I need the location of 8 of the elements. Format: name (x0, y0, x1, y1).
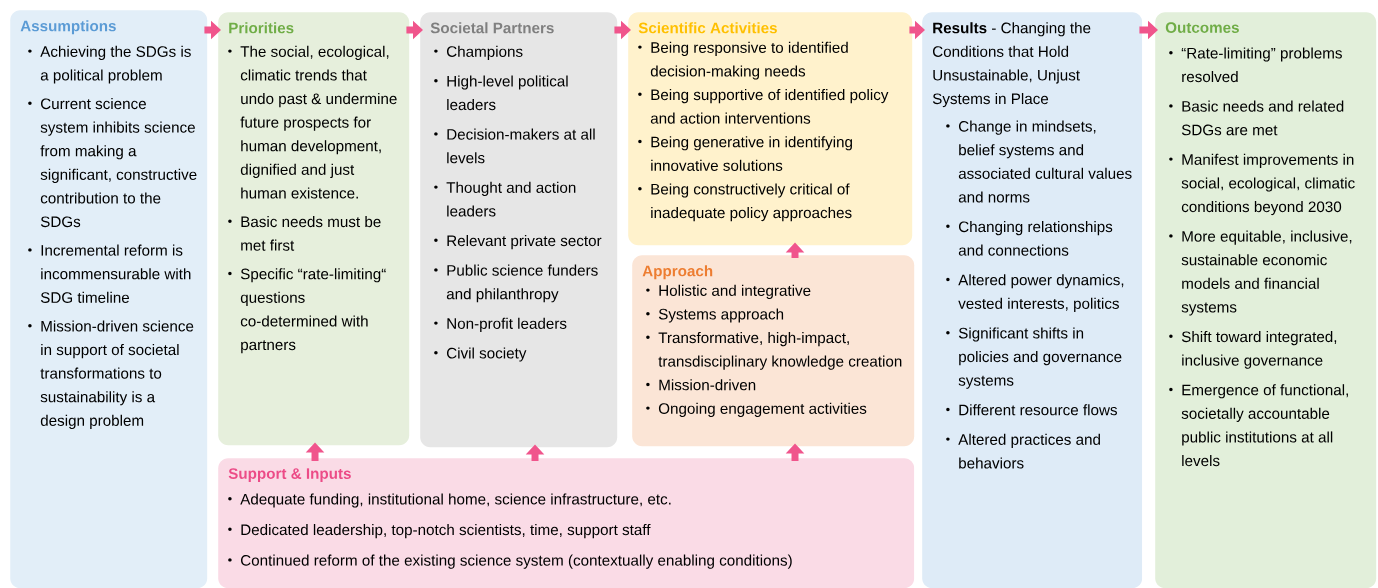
panel: Societal Partners Champions High-level political leaders Decision-makers at all levels Thought and action leaders Relevant private sector Public science funders and philanthropy Non-profit leaders Civil society (420, 12, 618, 448)
panel: Priorities The social, ecological, climatic trends that undo past & undermine future prospects for human development, dignified and just human existence. Basic needs must be met first Specific “rate-limiting“ questions co-determined with partners (218, 12, 410, 446)
panel: Scientific Activities Being responsive to identified decision-making needs Being supportive of identified policy and action interventions Being generative in identifying innovative solutions Being constructively critical of inadequate policy approaches (628, 12, 913, 246)
panel: Results - Changing the Conditions that Hold Unsustainable, Unjust Systems in Place Change in mindsets, belief systems and associated cultural values and norms Changing relationships and connections Altered power dynamics, vested interests, politics Significant shifts in policies and governance systems Different resource flows Altered practices and behaviors (922, 12, 1143, 588)
panel: Outcomes “Rate-limiting” problems resolved Basic needs and related SDGs are met Manifest improvements in social, ecological, climatic conditions beyond 2030 More equitable, inclusive, sustainable economic models and financial systems Shift toward integrated, inclusive governance Emergence of functional, societally accountable public institutions at all levels (1155, 12, 1377, 588)
panel: Approach Holistic and integrative Systems approach Transformative, high-impact, transdisciplinary knowledge creation Mission-driven Ongoing engagement activities (632, 255, 915, 447)
panel: Assumptions Achieving the SDGs is a political problem Current science system inhibits science from making a significant, constructive contribution to the SDGs Incremental reform is incommensurable with SDG timeline Mission-driven science in support of societal transformations to sustainability is a design problem (10, 10, 208, 588)
panel: Support & Inputs Adequate funding, institutional home, science infrastructure, etc. Dedicated leadership, top-notch scientists, time, support staff Continued reform of the existing science system (contextually enabling conditions) (218, 458, 915, 588)
